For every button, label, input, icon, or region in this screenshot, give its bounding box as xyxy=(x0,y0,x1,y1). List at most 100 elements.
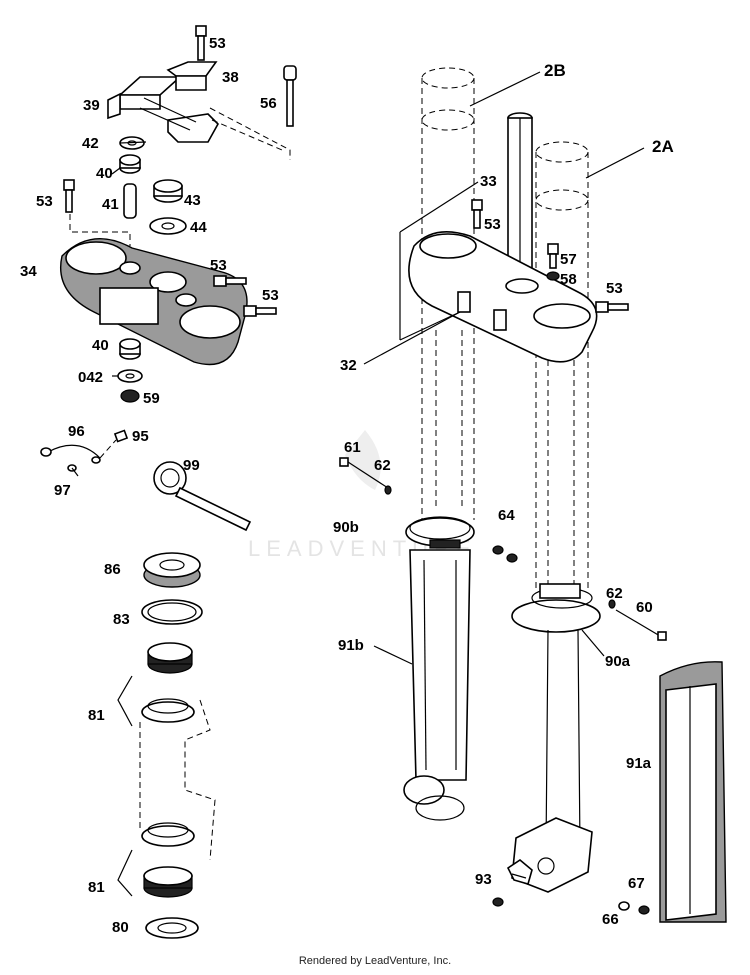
washer-44[interactable] xyxy=(149,217,187,235)
label-42: 42 xyxy=(82,135,99,152)
washer-62-right[interactable] xyxy=(608,599,616,609)
label-39: 39 xyxy=(83,97,100,114)
label-53: 53 xyxy=(36,193,53,210)
nut-64a[interactable] xyxy=(492,545,504,555)
steering-head-outline xyxy=(139,699,216,861)
label-62: 62 xyxy=(374,457,391,474)
label-58: 58 xyxy=(560,271,577,288)
label-64: 64 xyxy=(498,507,515,524)
label-2a: 2A xyxy=(652,137,674,156)
bolt-53-d[interactable] xyxy=(243,305,277,317)
bolt-57[interactable] xyxy=(547,243,559,269)
bolt-56[interactable] xyxy=(283,65,297,127)
axle-clamp-90b[interactable] xyxy=(405,516,475,549)
label-40: 40 xyxy=(96,165,113,182)
seal-80[interactable] xyxy=(145,917,199,939)
label-53: 53 xyxy=(484,216,501,233)
label-96: 96 xyxy=(68,423,85,440)
race-83[interactable] xyxy=(141,599,203,625)
axle-clamp-90a[interactable] xyxy=(511,583,601,633)
dust-seal-86[interactable] xyxy=(143,552,201,588)
label-53: 53 xyxy=(209,35,226,52)
label-81: 81 xyxy=(88,707,105,724)
bolt-53-c[interactable] xyxy=(213,275,247,287)
leader-lines xyxy=(111,71,645,879)
label-66: 66 xyxy=(602,911,619,928)
screw-66[interactable] xyxy=(618,901,630,911)
bracket-81-lower xyxy=(117,849,133,897)
leader-56b xyxy=(211,119,283,151)
label-86: 86 xyxy=(104,561,121,578)
washer-62-left[interactable] xyxy=(384,485,392,495)
upper-triple-clamp-34[interactable] xyxy=(60,238,248,366)
bearing-81-lower[interactable] xyxy=(143,866,193,898)
label-97: 97 xyxy=(54,482,71,499)
fork-tube-2a[interactable] xyxy=(535,141,589,590)
label-53: 53 xyxy=(606,280,623,297)
bushing-40-lower[interactable] xyxy=(119,338,141,360)
bolt-53-top[interactable] xyxy=(195,25,207,61)
label-40: 40 xyxy=(92,337,109,354)
tube-2b-lower xyxy=(435,330,463,510)
lower-triple-clamp-32[interactable] xyxy=(408,230,598,363)
part-labels: 53 38 39 56 42 40 43 53 41 44 34 53 53 4… xyxy=(20,35,674,936)
lower-leg-2a[interactable] xyxy=(511,629,593,893)
footer-credit: Rendered by LeadVenture, Inc. xyxy=(298,955,452,967)
label-67: 67 xyxy=(628,875,645,892)
fork-guard-91a[interactable] xyxy=(659,661,727,923)
leader-96 xyxy=(99,439,117,459)
label-32: 32 xyxy=(340,357,357,374)
label-83: 83 xyxy=(113,611,130,628)
label-91a: 91a xyxy=(626,755,652,772)
cable-clip-96[interactable] xyxy=(40,444,101,464)
label-80: 80 xyxy=(112,919,129,936)
label-41: 41 xyxy=(102,196,119,213)
cap-43[interactable] xyxy=(153,179,183,203)
label-81: 81 xyxy=(88,879,105,896)
screw-93[interactable] xyxy=(492,897,504,907)
label-042: 042 xyxy=(78,369,103,386)
label-44: 44 xyxy=(190,219,207,236)
bracket-81-top xyxy=(117,675,133,727)
label-90b: 90b xyxy=(333,519,359,536)
label-57: 57 xyxy=(560,251,577,268)
handlebar-clamp[interactable] xyxy=(107,61,219,143)
screw-97[interactable] xyxy=(67,464,79,477)
spanner-wrench-99[interactable] xyxy=(153,461,252,532)
label-99: 99 xyxy=(183,457,200,474)
pin-41[interactable] xyxy=(123,183,137,219)
leader-53-left xyxy=(69,214,131,246)
nut-64b[interactable] xyxy=(506,553,518,563)
label-56: 56 xyxy=(260,95,277,112)
label-38: 38 xyxy=(222,69,239,86)
clip-95[interactable] xyxy=(113,429,129,443)
bushing-40-top[interactable] xyxy=(119,154,141,174)
label-43: 43 xyxy=(184,192,201,209)
bearing-81-top[interactable] xyxy=(147,642,193,674)
bolt-53-left[interactable] xyxy=(63,179,75,213)
bolt-60[interactable] xyxy=(615,609,667,641)
race-81-top[interactable] xyxy=(141,698,195,723)
leader-56 xyxy=(209,107,291,160)
label-33: 33 xyxy=(480,173,497,190)
label-90a: 90a xyxy=(605,653,631,670)
label-61: 61 xyxy=(344,439,361,456)
bolt-61[interactable] xyxy=(339,457,389,489)
race-81-lower[interactable] xyxy=(141,822,195,847)
nut-59[interactable] xyxy=(120,389,140,403)
outer-tube-91b[interactable] xyxy=(403,549,471,821)
label-34: 34 xyxy=(20,263,37,280)
bolt-53-f[interactable] xyxy=(595,301,629,313)
label-91b: 91b xyxy=(338,637,364,654)
label-53: 53 xyxy=(210,257,227,274)
tube-2a-lower xyxy=(547,360,575,584)
bolt-53-e[interactable] xyxy=(471,199,483,229)
washer-67[interactable] xyxy=(638,905,650,915)
label-59: 59 xyxy=(143,390,160,407)
label-62: 62 xyxy=(606,585,623,602)
label-2b: 2B xyxy=(544,61,566,80)
nut-58[interactable] xyxy=(546,271,560,281)
label-60: 60 xyxy=(636,599,653,616)
washer-042[interactable] xyxy=(117,369,143,383)
